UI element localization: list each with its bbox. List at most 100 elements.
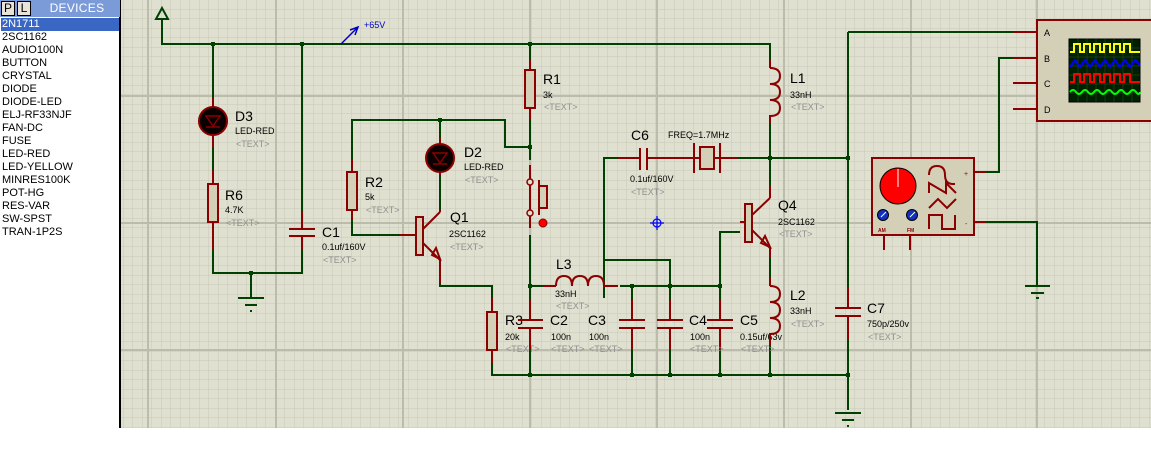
component-r1[interactable]: R1 3k <TEXT> [524, 60, 578, 120]
r6-ref: R6 [225, 187, 243, 203]
component-c1[interactable]: C1 0.1uf/160V <TEXT> [288, 212, 366, 265]
voltage-probe[interactable]: +65V [340, 20, 385, 45]
transistor-icon [744, 203, 753, 243]
q4-ref: Q4 [778, 197, 797, 213]
r3-ref: R3 [505, 312, 523, 328]
device-list-item[interactable]: FUSE [2, 135, 32, 147]
component-c6[interactable]: C6 0.1uf/160V <TEXT> [618, 127, 674, 197]
c2-value: 100n [551, 332, 571, 342]
pick-devices-button[interactable]: P [1, 1, 15, 16]
channel-c-label: C [1044, 79, 1051, 89]
junctions [211, 42, 850, 377]
component-l3[interactable]: L3 33nH <TEXT> [544, 256, 618, 311]
component-c2[interactable]: C2 100n <TEXT> [550, 312, 585, 354]
device-list-item[interactable]: RES-VAR [2, 200, 51, 212]
device-list-item[interactable]: 2N1711 [1, 18, 119, 31]
c3-ref: C3 [588, 312, 606, 328]
crystal-icon [699, 146, 715, 170]
device-list-item[interactable]: CRYSTAL [2, 70, 52, 82]
device-list-item[interactable]: TRAN-1P2S [2, 226, 63, 238]
inductor-icon [555, 274, 618, 287]
device-list-item[interactable]: 2SC1162 [2, 31, 48, 43]
button-press-indicator-icon[interactable] [538, 218, 548, 228]
am-label: AM [878, 228, 886, 234]
component-q1[interactable]: Q1 2SC1162 <TEXT> [400, 209, 486, 283]
channel-a-label: A [1044, 28, 1050, 38]
l2-ref: L2 [790, 287, 806, 303]
q1-value: 2SC1162 [449, 229, 486, 239]
d2-value: LED-RED [464, 162, 504, 172]
ground-icon [238, 297, 264, 312]
d2-ref: D2 [464, 144, 482, 160]
resistor-icon [207, 183, 219, 223]
triangle-wave-icon [928, 197, 957, 210]
q4-value: 2SC1162 [778, 217, 815, 227]
schematic-canvas[interactable]: +65V D3 LED-RED <TEXT> R6 4.7K <TEXT> C1… [121, 0, 1151, 428]
device-list-item[interactable]: DIODE [2, 83, 37, 95]
c7-text: <TEXT> [868, 332, 902, 342]
sawtooth-wave-icon [928, 180, 957, 195]
power-terminal[interactable] [154, 5, 170, 20]
l3-value: 33nH [555, 289, 577, 299]
component-c3[interactable]: C3 100n <TEXT> [588, 312, 623, 354]
device-list-item[interactable]: AUDIO100N [2, 44, 64, 56]
inductor-icon [769, 67, 782, 124]
probe-label: +65V [364, 20, 385, 30]
d3-text: <TEXT> [236, 139, 270, 149]
device-list-item[interactable]: SW-SPST [2, 213, 52, 225]
component-r6[interactable]: R6 4.7K <TEXT> [207, 148, 260, 250]
device-list-item[interactable]: FAN-DC [2, 122, 43, 134]
oscilloscope[interactable]: A B C D [1013, 19, 1151, 122]
component-l1[interactable]: L1 33nH <TEXT> [769, 60, 825, 124]
device-list-item[interactable]: BUTTON [2, 57, 48, 69]
button-icon [538, 185, 548, 209]
component-c5[interactable]: C5 0.15uf/63v <TEXT> [740, 312, 783, 354]
device-list-item[interactable]: MINRES100K [2, 174, 71, 186]
trace-a [1070, 43, 1140, 53]
c6-value: 0.1uf/160V [630, 174, 674, 184]
resistor-icon [486, 311, 498, 351]
c4-value: 100n [690, 332, 710, 342]
component-q4[interactable]: Q4 2SC1162 <TEXT> [740, 185, 815, 258]
component-c4[interactable]: C4 100n <TEXT> [689, 312, 724, 354]
channel-d-label: D [1044, 105, 1051, 115]
devices-title: DEVICES [49, 1, 105, 15]
inductor-icon [769, 285, 782, 345]
component-d2[interactable]: D2 LED-RED <TEXT> [425, 138, 504, 210]
device-list-item[interactable]: DIODE-LED [2, 96, 62, 108]
c5-value: 0.15uf/63v [740, 332, 783, 342]
l1-text: <TEXT> [791, 102, 825, 112]
component-crystal[interactable]: FREQ=1.7MHz [668, 130, 738, 173]
component-r2[interactable]: R2 5k <TEXT> [346, 160, 400, 220]
push-button-switch[interactable] [526, 165, 548, 228]
c3-text: <TEXT> [589, 344, 623, 354]
component-r3[interactable]: R3 20k <TEXT> [486, 298, 540, 363]
device-list-item[interactable]: POT-HG [2, 187, 45, 199]
device-list-item[interactable]: ELJ-RF33NJF [2, 109, 72, 121]
signal-generator[interactable]: AM FM + - [871, 157, 986, 250]
c5-text: <TEXT> [741, 344, 775, 354]
component-d3[interactable]: D3 LED-RED <TEXT> [198, 98, 275, 149]
c3-value: 100n [589, 332, 609, 342]
component-l2[interactable]: L2 33nH <TEXT> [769, 278, 825, 345]
schematic-drawing[interactable]: +65V D3 LED-RED <TEXT> R6 4.7K <TEXT> C1… [121, 0, 1151, 428]
r1-text: <TEXT> [544, 102, 578, 112]
component-c7[interactable]: C7 750p/250v <TEXT> [867, 300, 910, 342]
q1-ref: Q1 [450, 209, 469, 225]
fm-label: FM [907, 228, 914, 234]
d3-ref: D3 [235, 108, 253, 124]
r1-ref: R1 [543, 71, 561, 87]
trace-b [1069, 58, 1141, 69]
c2-ref: C2 [550, 312, 568, 328]
r6-text: <TEXT> [226, 218, 260, 228]
transistor-icon [415, 216, 424, 256]
r2-value: 5k [365, 192, 375, 202]
crosshair-cursor-icon [650, 216, 664, 230]
r2-ref: R2 [365, 174, 383, 190]
device-list-item[interactable]: LED-RED [2, 148, 51, 160]
q4-text: <TEXT> [779, 229, 813, 239]
device-list-item[interactable]: LED-YELLOW [2, 161, 73, 173]
library-button[interactable]: L [17, 1, 31, 16]
